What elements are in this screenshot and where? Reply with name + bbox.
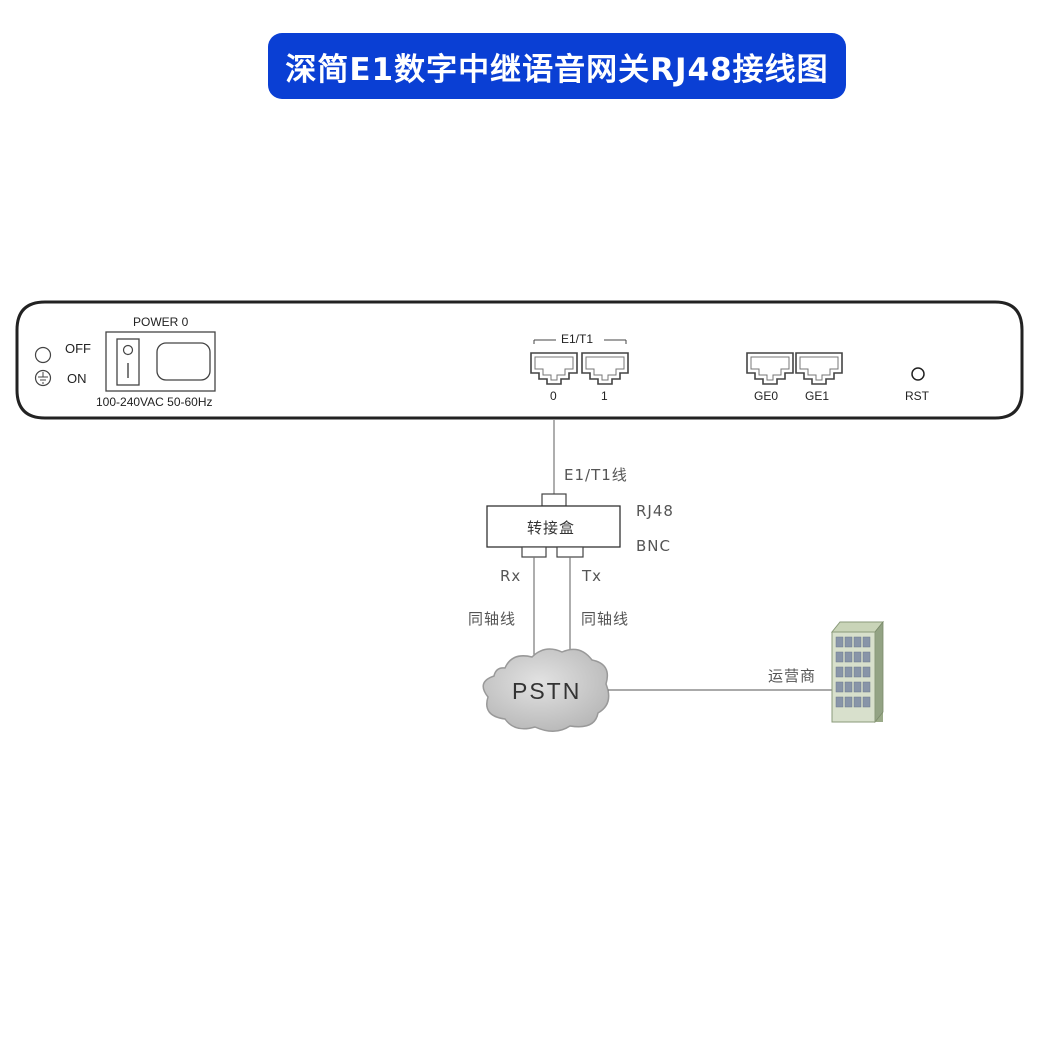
ge1-port-label: GE1 [805, 389, 830, 403]
title-banner: 深简E1数字中继语音网关RJ48接线图 [268, 33, 846, 99]
adapter-box [486, 505, 621, 548]
e1t1-bracket [533, 339, 627, 344]
e1t1-group-label: E1/T1 [561, 332, 594, 346]
coax-left-label: 同轴线 [468, 610, 517, 628]
reset-label: RST [905, 389, 929, 403]
voltage-label: 100-240VAC 50-60Hz [96, 395, 213, 409]
power-module [105, 331, 216, 392]
e1-cable-label: E1/T1线 [564, 466, 628, 484]
ge0-port-label: GE0 [754, 389, 779, 403]
reset-button-icon[interactable] [911, 367, 925, 381]
pstn-cloud-icon [482, 648, 610, 732]
power-socket-icon [156, 342, 211, 381]
e1-port-0-label: 0 [550, 389, 557, 403]
bnc-tx-connector-icon [556, 546, 584, 558]
power-switch-icon[interactable] [116, 338, 140, 386]
power-led-icon [34, 346, 52, 364]
e1-port-1-label: 1 [601, 389, 608, 403]
rj48-label: RJ48 [636, 502, 674, 520]
rx-label: Rx [500, 567, 522, 585]
adapter-box-label: 转接盒 [527, 519, 576, 537]
coax-right-label: 同轴线 [581, 610, 630, 628]
page-title: 深简E1数字中继语音网关RJ48接线图 [285, 51, 829, 88]
device-chassis [15, 300, 1024, 420]
off-label: OFF [65, 341, 91, 356]
ground-icon [34, 369, 52, 387]
tx-label: Tx [582, 567, 603, 585]
pstn-label: PSTN [512, 678, 582, 704]
rj48-connector-icon [541, 493, 567, 507]
on-label: ON [67, 371, 87, 386]
power-label: POWER 0 [133, 315, 189, 329]
bnc-label: BNC [636, 537, 671, 555]
carrier-building-icon [830, 620, 885, 724]
bnc-rx-connector-icon [521, 546, 547, 558]
carrier-label: 运营商 [768, 667, 817, 685]
